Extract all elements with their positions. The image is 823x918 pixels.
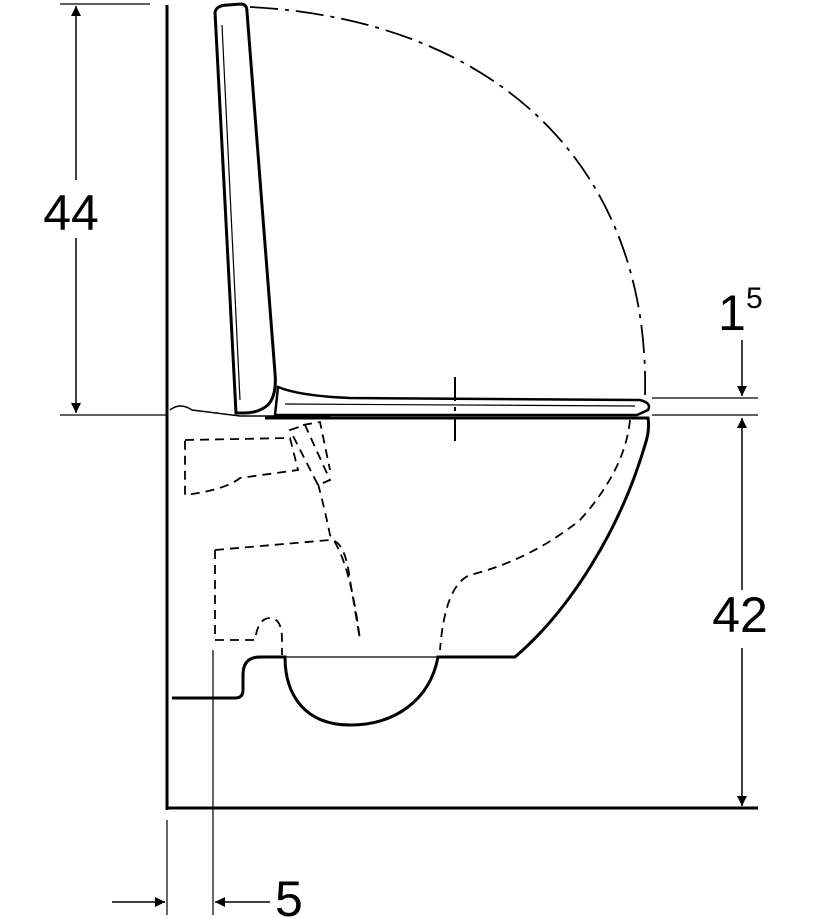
dim-44-label: 44	[43, 185, 99, 241]
dim-1-5-label: 1	[718, 285, 746, 341]
hinge-outline	[169, 405, 330, 417]
seat-outline	[273, 385, 651, 417]
hidden-lines	[184, 419, 631, 655]
bowl-outline	[172, 416, 651, 727]
dim-1-5-superscript: 5	[746, 282, 763, 315]
lid-inner-line	[221, 24, 241, 401]
dim-5-label: 5	[275, 871, 303, 918]
lid-swing-arc	[249, 6, 646, 396]
lid-outline	[213, 2, 277, 415]
seat-inner-line	[284, 403, 636, 407]
dim-42-label: 42	[712, 587, 768, 643]
